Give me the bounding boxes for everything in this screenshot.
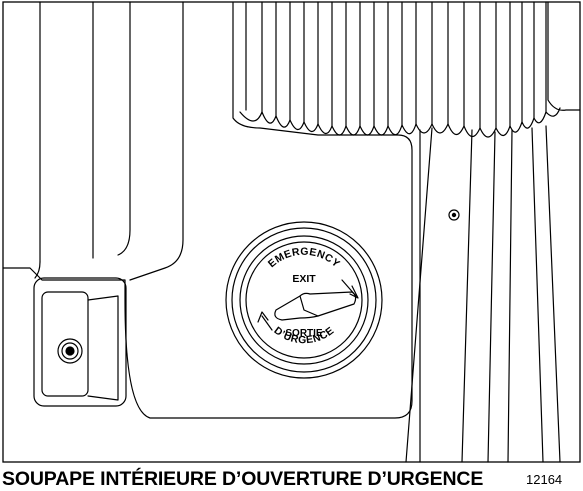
door-frame [405, 125, 561, 463]
figure-frame [2, 1, 581, 463]
accordion-bellows [239, 1, 581, 138]
dial-sortie-text: SORTIE [285, 328, 323, 339]
dial-exit-text: EXIT [292, 273, 316, 285]
screw-icon [57, 338, 83, 364]
panel-outline [2, 2, 413, 419]
figure-caption: SOUPAPE INTÉRIEURE D’OUVERTURE D’URGENCE [2, 468, 484, 490]
emergency-valve [225, 221, 383, 379]
figure-number: 12164 [526, 472, 563, 487]
grab-bar [33, 1, 184, 407]
arrow-left-icon [257, 311, 273, 331]
bolt-icon [448, 209, 460, 221]
arrow-right-icon [341, 279, 359, 299]
valve-lever [274, 291, 357, 321]
dial-arc-top-text: EMERGENCY [266, 246, 342, 270]
